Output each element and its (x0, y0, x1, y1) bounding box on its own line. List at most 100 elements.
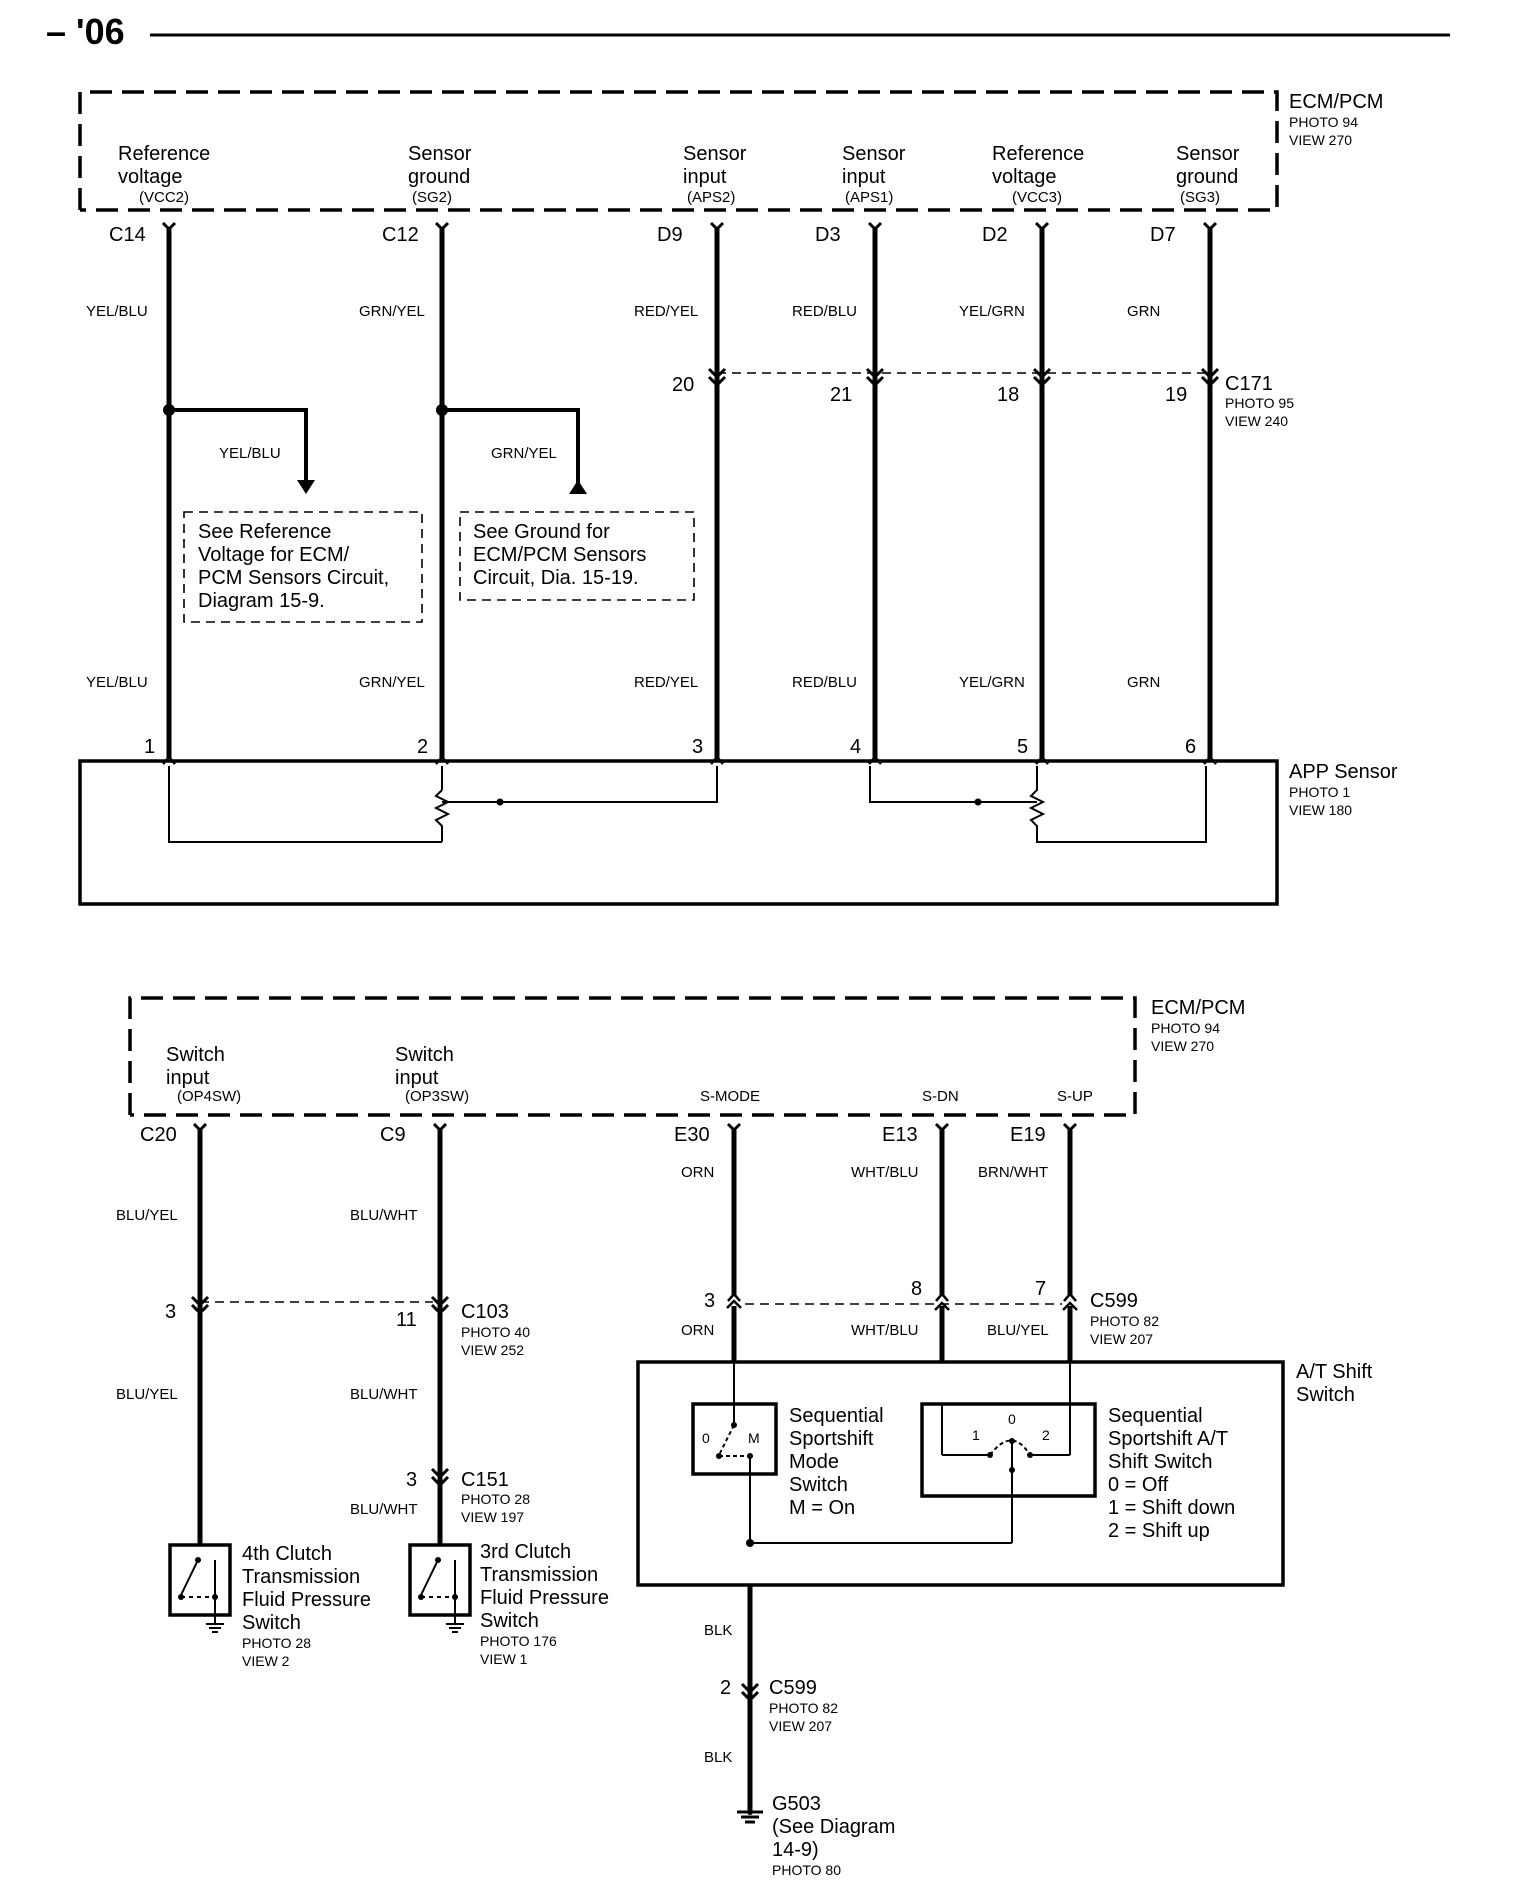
terminal-pin: D3 (815, 224, 841, 246)
wire-code-upper: RED/YEL (634, 303, 698, 320)
svg-text:Transmission: Transmission (480, 1564, 598, 1586)
svg-text:VIEW 207: VIEW 207 (769, 1718, 832, 1734)
svg-text:M = On: M = On (789, 1497, 855, 1519)
c171-pin: 18 (997, 384, 1019, 406)
svg-text:PHOTO 82: PHOTO 82 (1090, 1313, 1159, 1329)
c103-label: C103 PHOTO 40 VIEW 252 (461, 1301, 530, 1358)
svg-text:C171: C171 (1225, 373, 1273, 395)
svg-text:VIEW 270: VIEW 270 (1289, 132, 1352, 148)
terminal-code: (VCC2) (139, 189, 189, 206)
svg-text:Switch: Switch (789, 1474, 848, 1496)
svg-text:VIEW 180: VIEW 180 (1289, 802, 1352, 818)
at-shift-switch-box (636, 1315, 1285, 1587)
c599-wire-codes: ORN WHT/BLU BLU/YEL (681, 1322, 1049, 1339)
svg-text:3: 3 (406, 1469, 417, 1491)
svg-text:VIEW 252: VIEW 252 (461, 1342, 524, 1358)
svg-text:A/T Shift: A/T Shift (1296, 1361, 1373, 1383)
wire-code-upper: GRN/YEL (359, 303, 425, 320)
svg-text:ECM/PCM: ECM/PCM (1151, 997, 1245, 1019)
terminal-label-line2: voltage (992, 166, 1057, 188)
wire-code-lower: GRN (1127, 674, 1160, 691)
terminal-pin: E30 (674, 1124, 710, 1146)
svg-text:14-9): 14-9) (772, 1839, 819, 1861)
svg-text:VIEW 207: VIEW 207 (1090, 1331, 1153, 1347)
branch-yel-blu: YEL/BLU See Reference Voltage for ECM/ P… (163, 404, 423, 623)
svg-text:VIEW 270: VIEW 270 (1151, 1038, 1214, 1054)
wire-code-upper: WHT/BLU (851, 1164, 919, 1181)
svg-text:2: 2 (720, 1677, 731, 1699)
sportshift-shift-switch-label: Sequential Sportshift A/T Shift Switch 0… (1108, 1405, 1235, 1542)
svg-text:PHOTO 94: PHOTO 94 (1289, 114, 1358, 130)
branch-grn-yel: GRN/YEL See Ground for ECM/PCM Sensors C… (436, 404, 695, 601)
svg-text:2: 2 (1042, 1427, 1050, 1443)
svg-text:Diagram 15-9.: Diagram 15-9. (198, 590, 325, 612)
terminal-label-line2: input (842, 166, 886, 188)
top-ecm-label: ECM/PCM PHOTO 94 VIEW 270 (1289, 91, 1383, 148)
svg-text:8: 8 (911, 1278, 922, 1300)
svg-text:GRN/YEL: GRN/YEL (491, 445, 557, 462)
svg-text:1 = Shift down: 1 = Shift down (1108, 1497, 1235, 1519)
wire-code-upper: ORN (681, 1164, 714, 1181)
svg-text:PHOTO 94: PHOTO 94 (1151, 1020, 1220, 1036)
svg-text:Sequential: Sequential (789, 1405, 884, 1427)
c171-pin: 19 (1165, 384, 1187, 406)
terminal-label-line2: input (683, 166, 727, 188)
svg-text:Transmission: Transmission (242, 1566, 360, 1588)
svg-text:0 = Off: 0 = Off (1108, 1474, 1169, 1496)
c171-pin: 20 (672, 374, 694, 396)
bottom-ecm-box (128, 996, 1137, 1117)
svg-text:1: 1 (972, 1427, 980, 1443)
sportshift-mode-switch: 0 M (691, 1402, 778, 1476)
wire-code-mid-2: BLU/WHT (350, 1386, 418, 1403)
sportshift-shift-switch: 0 1 2 (920, 1402, 1097, 1543)
wire-code-lower: RED/YEL (634, 674, 698, 691)
terminal-label-line2: input (166, 1067, 210, 1089)
c599-label: C599 PHOTO 82 VIEW 207 (1090, 1290, 1159, 1347)
svg-text:Mode: Mode (789, 1451, 839, 1473)
g503-label: G503 (See Diagram 14-9) PHOTO 80 (772, 1793, 895, 1878)
svg-text:3rd Clutch: 3rd Clutch (480, 1541, 571, 1563)
svg-text:7: 7 (1035, 1278, 1046, 1300)
c599-lower-label: C599 PHOTO 82 VIEW 207 (769, 1677, 838, 1734)
svg-text:11: 11 (396, 1309, 417, 1331)
svg-text:3: 3 (704, 1290, 715, 1312)
svg-text:ECM/PCM Sensors: ECM/PCM Sensors (473, 544, 646, 566)
terminal-label-line1: Switch (395, 1044, 454, 1066)
svg-text:VIEW 1: VIEW 1 (480, 1651, 528, 1667)
svg-text:C599: C599 (769, 1677, 817, 1699)
svg-text:C599: C599 (1090, 1290, 1138, 1312)
terminal-label-line1: Sensor (408, 143, 472, 165)
sensor-pin: 3 (692, 736, 703, 758)
svg-text:BLK: BLK (704, 1622, 732, 1639)
svg-text:Switch: Switch (1296, 1384, 1355, 1406)
wire-code-upper: YEL/GRN (959, 303, 1025, 320)
terminal-code: (APS1) (845, 189, 893, 206)
svg-text:WHT/BLU: WHT/BLU (851, 1322, 919, 1339)
svg-text:BLU/WHT: BLU/WHT (350, 1501, 418, 1518)
terminal-code: (SG3) (1180, 189, 1220, 206)
svg-text:PHOTO 40: PHOTO 40 (461, 1324, 530, 1340)
svg-text:See Reference: See Reference (198, 521, 331, 543)
at-shift-switch-label: A/T Shift Switch (1296, 1361, 1373, 1406)
svg-text:PHOTO 176: PHOTO 176 (480, 1633, 557, 1649)
wire-code-lower: YEL/GRN (959, 674, 1025, 691)
terminal-pin: D9 (657, 224, 683, 246)
svg-text:BLK: BLK (704, 1749, 732, 1766)
svg-text:PHOTO 28: PHOTO 28 (242, 1635, 311, 1651)
svg-text:Fluid Pressure: Fluid Pressure (480, 1587, 609, 1609)
terminal-label-line1: Sensor (683, 143, 747, 165)
wire-code-upper: YEL/BLU (86, 303, 148, 320)
svg-text:PHOTO 1: PHOTO 1 (1289, 784, 1350, 800)
wire-code-upper: BRN/WHT (978, 1164, 1048, 1181)
terminal-pin: C12 (382, 224, 419, 246)
third-clutch-switch-label: 3rd Clutch Transmission Fluid Pressure S… (480, 1541, 609, 1667)
wire-code-upper: RED/BLU (792, 303, 857, 320)
terminal-code: (APS2) (687, 189, 735, 206)
terminal-pin: C9 (380, 1124, 406, 1146)
wire-code-upper: BLU/WHT (350, 1207, 418, 1224)
